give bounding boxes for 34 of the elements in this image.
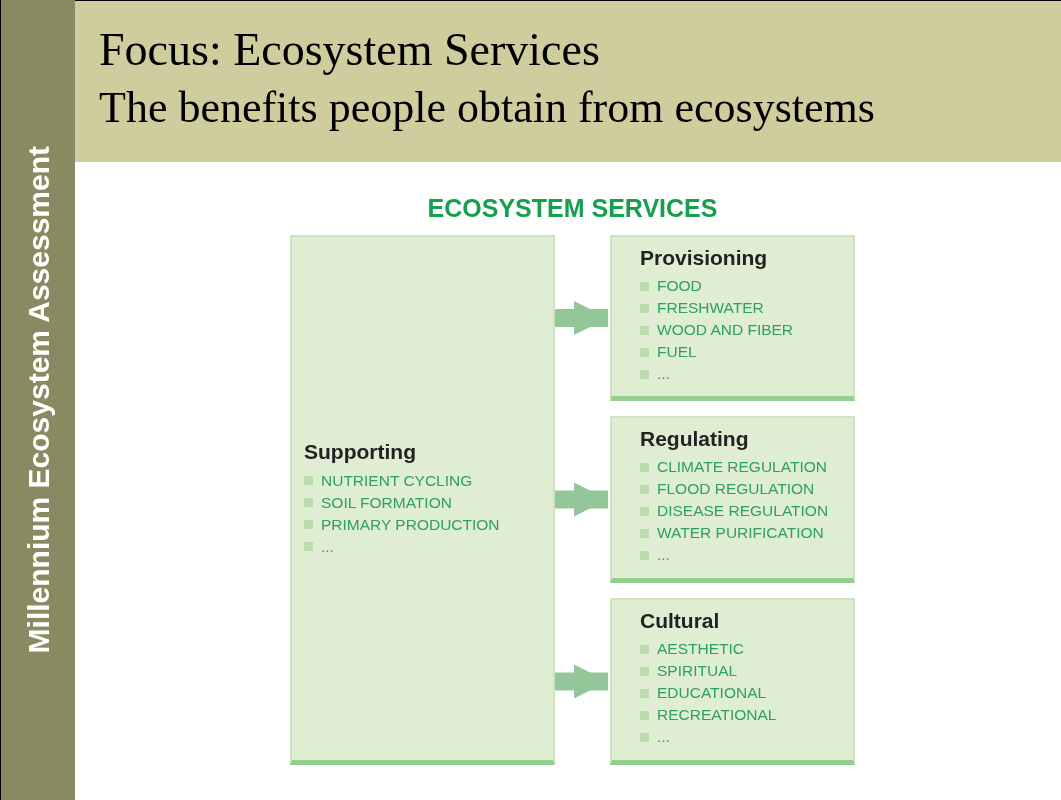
service-item: ... xyxy=(657,727,670,748)
service-item: CLIMATE REGULATION xyxy=(657,457,827,478)
service-item: ... xyxy=(321,536,334,557)
service-panel xyxy=(610,416,855,583)
flow-arrow xyxy=(555,664,608,699)
service-panel xyxy=(610,598,855,765)
service-item: SOIL FORMATION xyxy=(321,492,452,513)
service-item: PRIMARY PRODUCTION xyxy=(321,514,500,535)
service-item: DISEASE REGULATION xyxy=(657,501,829,522)
flow-arrow xyxy=(555,300,608,336)
service-item: FLOOD REGULATION xyxy=(657,479,815,500)
service-item: FOOD xyxy=(657,276,702,297)
sidebar-title: Millennium Ecosystem Assessment xyxy=(20,146,56,654)
service-item: ... xyxy=(657,545,670,566)
service-panel xyxy=(290,235,555,765)
service-item: ... xyxy=(657,364,670,385)
service-item: FUEL xyxy=(657,342,697,363)
panel-heading: Provisioning xyxy=(640,245,768,271)
panel-heading: Cultural xyxy=(640,608,720,634)
service-item: WOOD AND FIBER xyxy=(657,320,794,341)
service-item: AESTHETIC xyxy=(657,639,744,660)
service-item: WATER PURIFICATION xyxy=(657,523,824,544)
panel-heading: Supporting xyxy=(304,439,416,466)
flow-arrow xyxy=(555,482,608,517)
service-item: NUTRIENT CYCLING xyxy=(321,470,473,491)
slide-subtitle: The benefits people obtain from ecosystems xyxy=(99,82,875,134)
slide-title: Focus: Ecosystem Services xyxy=(99,23,600,77)
service-item: SPIRITUAL xyxy=(657,661,738,682)
panel-heading: Regulating xyxy=(640,426,749,452)
service-item: EDUCATIONAL xyxy=(657,683,767,704)
diagram-heading: ECOSYSTEM SERVICES xyxy=(426,193,719,224)
service-item: FRESHWATER xyxy=(657,298,764,319)
service-item: RECREATIONAL xyxy=(657,705,777,726)
service-panel xyxy=(610,235,855,401)
